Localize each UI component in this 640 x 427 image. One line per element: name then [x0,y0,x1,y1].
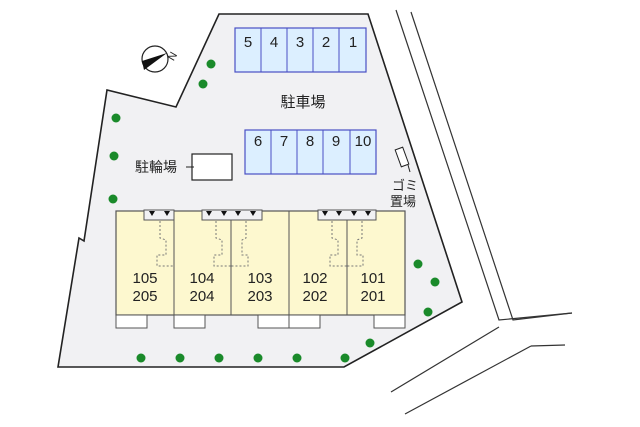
parking-space-5: 5 [244,34,252,51]
parking-space-7: 7 [280,133,288,150]
garbage-area: ゴミ 置場 [390,146,418,210]
apartment-building: 105 205 104 204 103 203 102 202 101 201 [115,209,406,329]
unit-102: 102 [302,270,327,287]
garbage-label-2: 置場 [390,195,416,210]
unit-205: 205 [132,288,157,305]
parking-lot-label: 駐車場 [280,93,325,111]
unit-201: 201 [360,288,385,305]
parking-space-1: 1 [349,34,357,51]
parking-space-9: 9 [332,133,340,150]
unit-204: 204 [189,288,214,305]
unit-103: 103 [247,270,272,287]
tree-icons [108,59,440,363]
garbage-label-1: ゴミ [392,178,418,194]
unit-105: 105 [132,270,157,287]
unit-203: 203 [247,288,272,305]
compass-icon: N [141,45,180,73]
parking-row-bottom: 6 7 8 9 10 [244,129,377,175]
unit-202: 202 [302,288,327,305]
unit-104: 104 [189,270,214,287]
parking-space-2: 2 [322,34,330,51]
bicycle-parking-label: 駐輪場 [135,159,177,176]
parking-row-top: 5 4 3 2 1 [234,27,367,73]
parking-space-4: 4 [270,34,278,51]
parking-space-10: 10 [355,133,372,150]
parking-space-3: 3 [296,34,304,51]
road [390,9,573,415]
bicycle-parking: 駐輪場 [135,153,233,181]
parking-space-8: 8 [306,133,314,150]
unit-101: 101 [360,270,385,287]
parking-space-6: 6 [254,133,262,150]
